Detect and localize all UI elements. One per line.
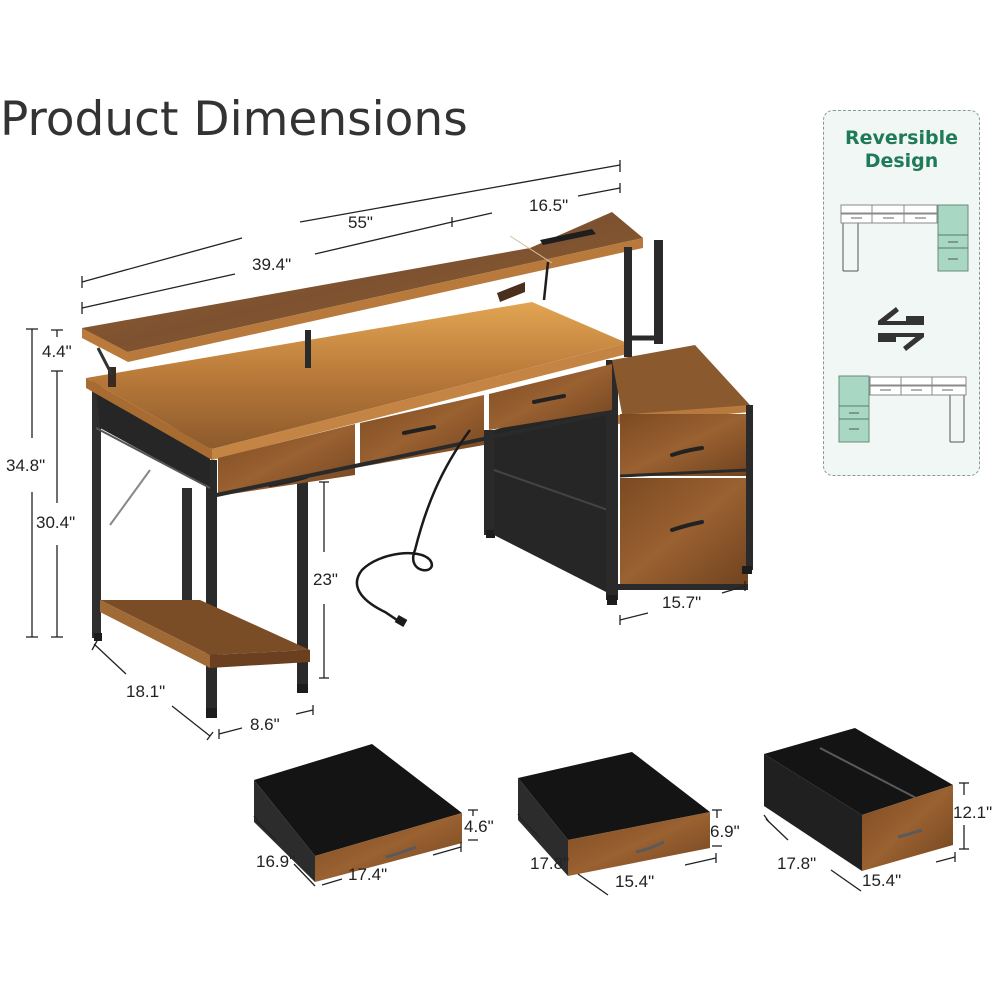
page-title: Product Dimensions (0, 92, 468, 147)
dimension-shelf-width (218, 705, 314, 739)
desk-height-label: 30.4" (36, 513, 75, 532)
reversible-design-title: Reversible Design (824, 127, 979, 173)
power-strip-icon (540, 229, 596, 245)
total-height-label: 34.8" (6, 456, 45, 475)
cabinet-drawer-bottom (620, 478, 748, 584)
small-drawer-height: 4.6" (464, 817, 494, 836)
large-file-drawer-dims (763, 782, 969, 892)
dimension-extension-width (451, 183, 621, 227)
power-cord (355, 429, 472, 624)
desk-width-label: 39.4" (252, 255, 291, 274)
medium-drawer (518, 752, 710, 876)
total-width-label: 55" (348, 213, 373, 232)
medium-drawer-height: 6.9" (710, 822, 740, 841)
large-drawer-height: 12.1" (953, 803, 992, 822)
reversible-design-panel: Reversible Design (823, 110, 980, 476)
swap-arrows-icon (878, 307, 924, 351)
large-drawer-depth: 17.8" (777, 854, 816, 873)
small-drawer-dims (253, 809, 478, 887)
reversible-title-line2: Design (864, 150, 939, 172)
large-file-drawer (764, 728, 953, 871)
knee-height-label: 23" (313, 570, 338, 589)
dimension-knee-height (319, 481, 329, 679)
cabinet-width-label: 15.7" (662, 593, 701, 612)
layout-right-cabinet-icon (840, 204, 969, 272)
layout-left-cabinet-icon (838, 375, 967, 443)
shelf-width-label: 8.6" (250, 715, 280, 734)
medium-drawer-depth: 17.8" (530, 854, 569, 873)
dimension-total-height (26, 328, 38, 638)
reversible-title-line1: Reversible (845, 127, 958, 149)
dimension-cabinet-width (619, 581, 746, 625)
small-drawer (254, 744, 462, 882)
reversible-diagrams (838, 204, 969, 443)
medium-drawer-width: 15.4" (615, 872, 654, 891)
extension-width-label: 16.5" (529, 196, 568, 215)
stand-height-label: 4.4" (42, 342, 72, 361)
medium-drawer-dims (517, 809, 722, 896)
dimension-depth (91, 640, 214, 741)
small-drawer-width: 17.4" (348, 865, 387, 884)
desk-drawer-left (218, 424, 355, 496)
cabinet-drawer-top (620, 414, 748, 476)
plug-icon (394, 615, 408, 627)
desk (82, 212, 753, 718)
dimension-desk-height (51, 371, 63, 638)
large-drawer-width: 15.4" (862, 871, 901, 890)
dimension-total-width (81, 160, 621, 288)
depth-label: 18.1" (126, 682, 165, 701)
dimension-desk-width (81, 221, 453, 314)
small-drawer-depth: 16.9" (256, 852, 295, 871)
